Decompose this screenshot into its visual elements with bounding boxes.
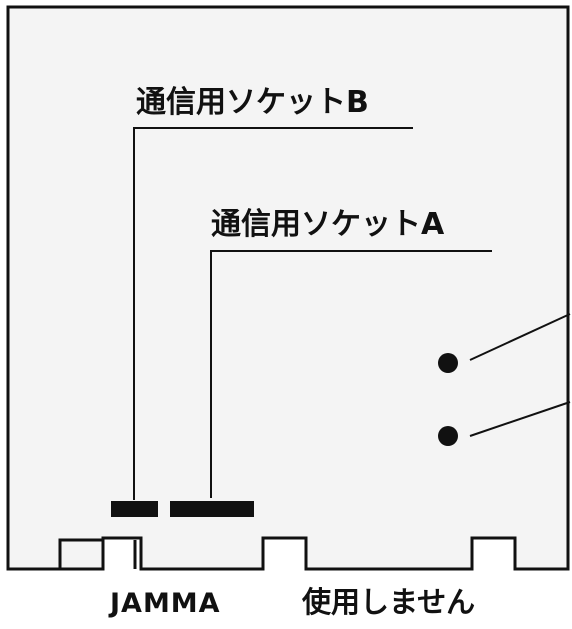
mount-point-lower-leader xyxy=(469,401,571,437)
socket-b-leader-line xyxy=(133,127,413,500)
mount-point-upper-leader xyxy=(469,313,571,361)
socket-b-label: 通信用ソケットB xyxy=(136,85,369,120)
edge-notch-left xyxy=(58,538,103,569)
socket-b xyxy=(111,501,158,517)
unused-label: 使用しません xyxy=(302,585,476,619)
socket-a-leader-line xyxy=(210,250,492,498)
socket-a xyxy=(170,501,254,517)
jamma-label: JAMMA xyxy=(110,588,221,619)
socket-a-label: 通信用ソケットA xyxy=(211,207,445,242)
board-outline xyxy=(6,5,570,571)
mount-point-lower xyxy=(438,426,458,446)
mount-point-upper xyxy=(438,353,458,373)
